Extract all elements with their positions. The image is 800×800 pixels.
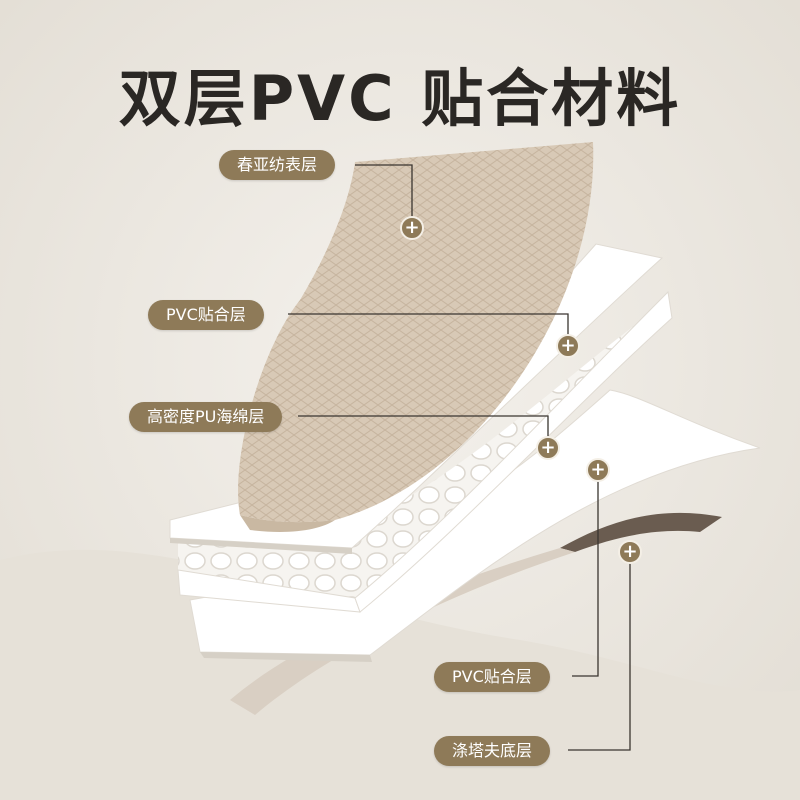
label-bottom-fabric: 涤塔夫底层 xyxy=(434,736,550,766)
label-pvc-upper: PVC贴合层 xyxy=(148,300,264,330)
plus-icon[interactable]: + xyxy=(556,334,580,358)
page-title: 双层PVC 贴合材料 xyxy=(0,48,800,138)
label-pu-foam: 高密度PU海绵层 xyxy=(129,402,282,432)
plus-icon[interactable]: + xyxy=(400,216,424,240)
plus-icon[interactable]: + xyxy=(586,458,610,482)
plus-icon[interactable]: + xyxy=(618,540,642,564)
plus-icon[interactable]: + xyxy=(536,436,560,460)
label-top-fabric: 春亚纺表层 xyxy=(219,150,335,180)
label-pvc-lower: PVC贴合层 xyxy=(434,662,550,692)
